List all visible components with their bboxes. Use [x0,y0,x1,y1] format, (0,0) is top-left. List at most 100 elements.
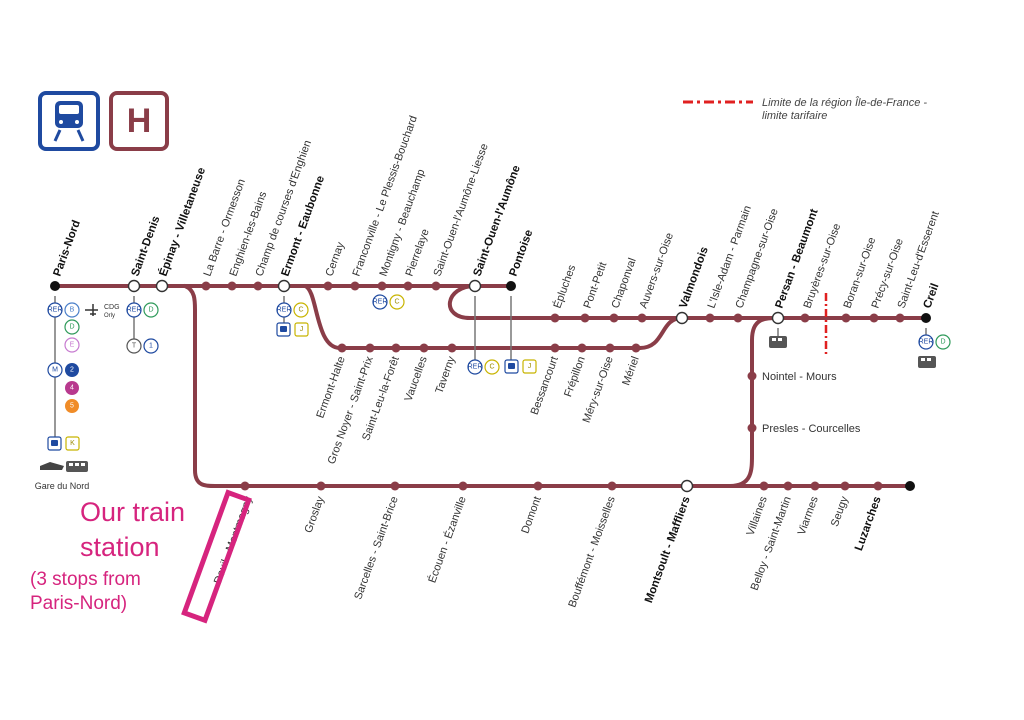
label-mery: Méry-sur-Oise [581,355,616,425]
label-domont: Domont [519,495,543,535]
metro-4-badge: 4 [70,385,74,392]
svg-text:RER: RER [919,339,934,346]
stations-taverny [337,343,641,353]
svg-text:C: C [489,364,494,371]
tgv-icon [40,461,88,472]
svg-text:RER: RER [373,299,388,306]
line-valmondois-upper [448,284,684,320]
label-saint-denis: Saint-Denis [130,214,163,278]
metro-5-badge: 5 [70,403,74,410]
label-epluches: Épluches [551,263,579,310]
saint-denis-connections: RER D T 1 [126,302,159,354]
labels-upper: Paris-Nord Saint-Denis Épinay - Villetan… [52,114,942,310]
gare-du-nord-label: Gare du Nord [35,481,90,491]
tram-1-badge: 1 [149,343,153,350]
svg-text:RER: RER [277,307,292,314]
station-paris-nord [50,281,60,291]
stations-upper [50,279,516,293]
labels-lower: Deuil - Montmagny Groslay Sarcelles - Sa… [212,494,884,609]
station-epinay [155,279,169,293]
legend-text-2: limite tarifaire [762,110,827,122]
stations-lower [240,371,915,493]
svg-text:C: C [298,307,303,314]
station-montigny [377,281,387,291]
label-chaponval: Chaponval [610,256,639,310]
station-franconville [350,281,360,291]
callout-line-4: Paris-Nord) [30,593,127,614]
callout-line-1: Our train [80,497,185,527]
line-h-icon: H [109,91,169,151]
label-ermont-halte: Ermont-Halte [314,355,347,420]
train-icon [38,91,100,151]
rer-b-badge: B [70,307,75,314]
label-cernay: Cernay [324,240,348,278]
metro-badge: M [52,367,58,374]
station-saint-ouen-liesse [431,281,441,291]
cdg-label: CDG [104,304,120,311]
label-pierrelaye: Pierrelaye [404,227,432,278]
rer-e-badge: E [70,342,75,349]
paris-nord-connections: RER B CDG Orly D E M 2 4 5 K G [35,302,120,491]
metro-2-badge: 2 [70,367,74,374]
label-presles: Presles - Courcelles [762,423,861,435]
station-la-barre [201,281,211,291]
station-cernay [323,281,333,291]
label-seugy: Seugy [829,494,851,528]
label-nointel: Nointel - Mours [762,371,837,383]
label-meriel: Mériel [620,355,642,387]
svg-text:RER: RER [468,364,483,371]
label-luzarches: Luzarches [853,495,884,553]
transilien-icon [51,440,58,446]
label-valmondois: Valmondois [678,245,711,310]
station-champ-courses [253,281,263,291]
svg-text:J: J [300,326,304,333]
montigny-connections: RER C [372,294,405,310]
label-vaucelles: Vaucelles [403,354,430,403]
line-h-label: H [127,102,152,140]
station-saint-denis [127,279,141,293]
rer-d-badge: D [69,324,74,331]
label-epinay: Épinay - Villetaneuse [157,166,208,278]
creil-connections: RER D [918,334,951,368]
persan-bus-icon [769,336,787,348]
orly-label: Orly [104,313,115,319]
pontoise-connections: RER C J [467,359,537,375]
rer-badge: RER [48,307,63,314]
creil-bus-icon [918,356,936,368]
callout-line-2: station [80,532,160,562]
label-paris-nord: Paris-Nord [52,219,83,278]
rail-lines [53,284,928,488]
svg-text:RER: RER [127,307,142,314]
line-k-badge: K [70,440,75,447]
airplane-icon [85,304,98,316]
label-viarmes: Viarmes [796,494,821,536]
label-auvers: Auvers-sur-Oise [638,231,676,310]
station-pierrelaye [403,281,413,291]
label-villaines: Villaines [745,494,770,537]
tram-badge: T [132,343,137,350]
label-montsoult: Montsoult - Maffliers [643,495,693,605]
station-callout: Our train station (3 stops from Paris-No… [30,489,252,624]
line-persan-branch [728,316,780,488]
callout-line-3: (3 stops from [30,569,141,590]
svg-text:D: D [148,307,153,314]
line-luzarches [183,284,912,488]
svg-text:C: C [394,299,399,306]
boundary-legend: Limite de la région Île-de-France - limi… [683,96,927,122]
label-groslay: Groslay [303,494,327,534]
label-pont-petit: Pont-Petit [582,261,610,311]
label-creil: Creil [922,282,942,310]
legend-text: Limite de la région Île-de-France - [762,96,927,109]
ermont-connections: RER C J [276,302,309,337]
svg-text:D: D [940,339,945,346]
stations-valmondois [550,311,931,325]
station-saint-ouen [468,279,482,293]
station-pontoise [506,281,516,291]
label-sarcelles: Sarcelles - Saint-Brice [352,495,400,601]
station-enghien [227,281,237,291]
label-ecouen: Écouen - Ézanville [425,495,468,585]
station-ermont [277,279,291,293]
label-taverny: Taverny [433,354,458,395]
svg-text:J: J [528,363,532,370]
